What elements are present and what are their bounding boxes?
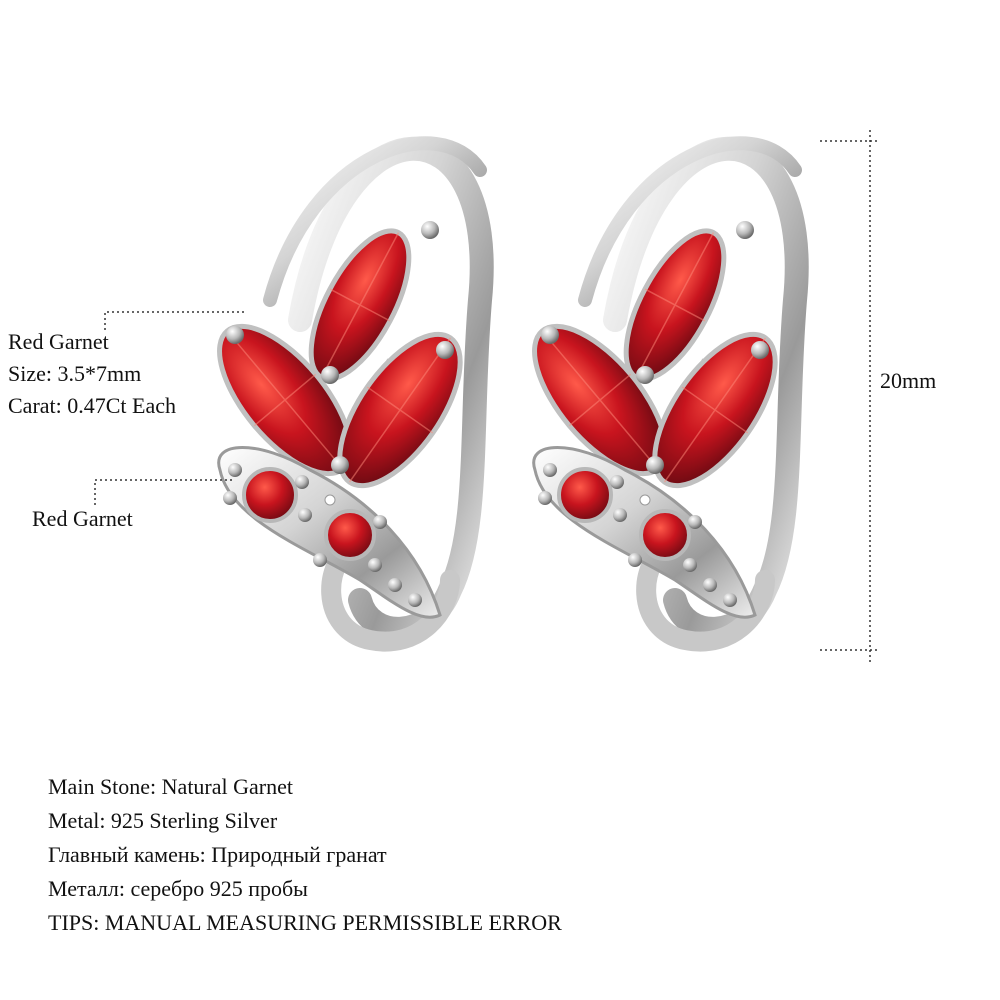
right-earring [512,143,799,641]
spec-main-stone-ru: Главный камень: Природный гранат [48,842,387,867]
product-spec-list: Main Stone: Natural Garnet Metal: 925 St… [48,770,562,940]
left-earring [197,143,484,641]
pave-stone-name: Red Garnet [32,506,133,531]
main-stone-name: Red Garnet [8,329,109,354]
main-stone-carat: Carat: 0.47Ct Each [8,393,177,418]
height-dimension-marker [820,130,880,665]
spec-tips: TIPS: MANUAL MEASURING PERMISSIBLE ERROR [48,910,562,935]
pave-stone-callout: Red Garnet [32,503,133,535]
spec-metal-ru: Металл: серебро 925 пробы [48,876,308,901]
pave-stone-leader-line [94,479,235,505]
main-stone-leader-line [104,311,245,330]
main-stone-callout: Red Garnet Size: 3.5*7mm Carat: 0.47Ct E… [8,326,176,422]
height-dimension-label: 20mm [880,368,937,393]
main-stone-size: Size: 3.5*7mm [8,361,142,386]
spec-metal: Metal: 925 Sterling Silver [48,808,278,833]
spec-main-stone: Main Stone: Natural Garnet [48,774,293,799]
